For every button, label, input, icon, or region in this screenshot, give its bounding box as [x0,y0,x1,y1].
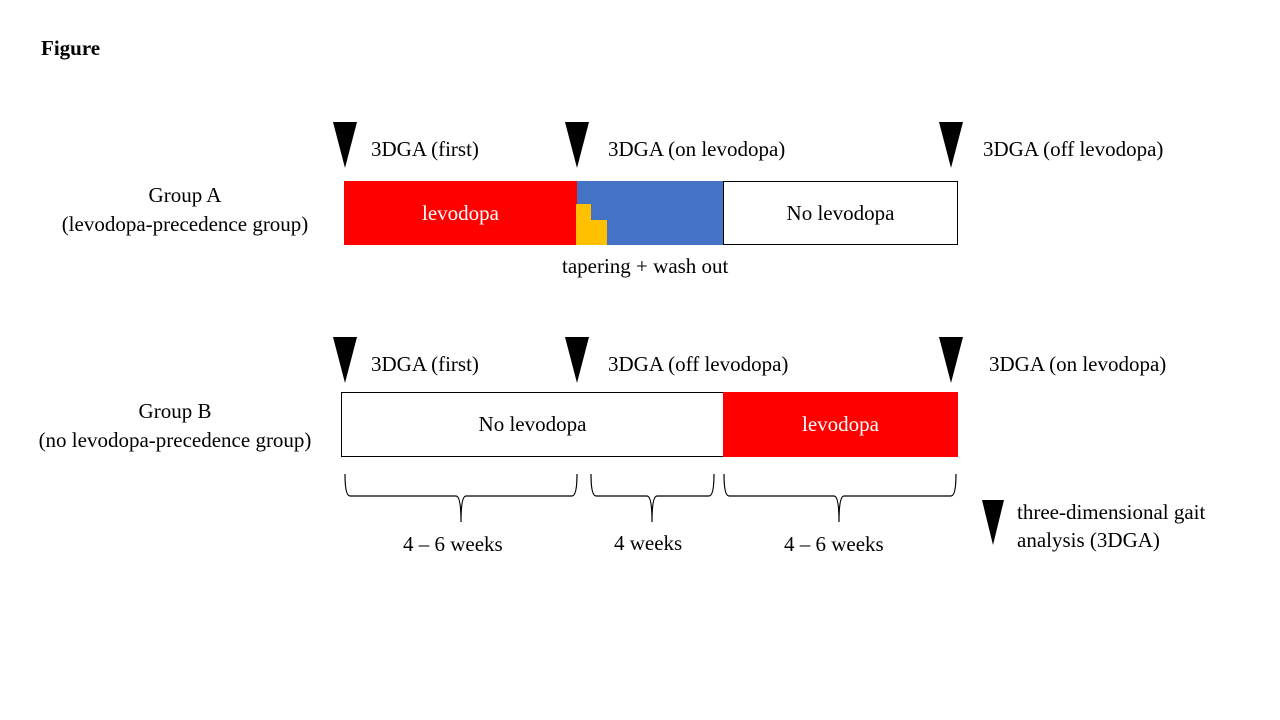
group-b-subtitle: (no levodopa-precedence group) [38,428,312,452]
marker-triangle-icon [939,122,963,168]
duration-label-1: 4 – 6 weeks [403,532,503,556]
group-a-no-levodopa-segment: No levodopa [723,181,958,245]
tapering-step-high [576,204,591,245]
legend-line-2: analysis (3DGA) [1017,528,1160,552]
group-a-levodopa-segment: levodopa [344,181,577,245]
duration-label-2: 4 weeks [614,531,683,555]
group-a-marker-1-label: 3DGA (first) [371,137,479,161]
brace-3 [723,473,957,523]
marker-triangle-icon [333,122,357,168]
tapering-washout-note: tapering + wash out [562,254,729,278]
group-b-marker-3-label: 3DGA (on levodopa) [989,352,1167,376]
group-a-label: Group A (levodopa-precedence group) [30,181,340,239]
marker-triangle-icon [982,500,1004,545]
group-a-name: Group A [148,183,222,207]
marker-triangle-icon [333,337,357,383]
group-a-marker-2-label: 3DGA (on levodopa) [608,137,786,161]
brace-2 [590,473,715,523]
legend-line-1: three-dimensional gait [1017,500,1206,524]
brace-1 [344,473,578,523]
legend-text: three-dimensional gait analysis (3DGA) [1017,498,1205,554]
marker-triangle-icon [565,122,589,168]
group-b-marker-2-label: 3DGA (off levodopa) [608,352,789,376]
marker-triangle-icon [939,337,963,383]
group-a-marker-3-label: 3DGA (off levodopa) [983,137,1164,161]
group-b-no-levodopa-segment: No levodopa [341,392,724,457]
group-b-label: Group B (no levodopa-precedence group) [10,397,340,455]
group-b-marker-1-label: 3DGA (first) [371,352,479,376]
marker-triangle-icon [565,337,589,383]
group-a-subtitle: (levodopa-precedence group) [61,212,309,236]
group-b-levodopa-segment: levodopa [723,392,958,457]
figure-title: Figure [41,36,101,60]
duration-label-3: 4 – 6 weeks [784,532,884,556]
group-b-name: Group B [138,399,212,423]
tapering-step-low [591,220,607,245]
